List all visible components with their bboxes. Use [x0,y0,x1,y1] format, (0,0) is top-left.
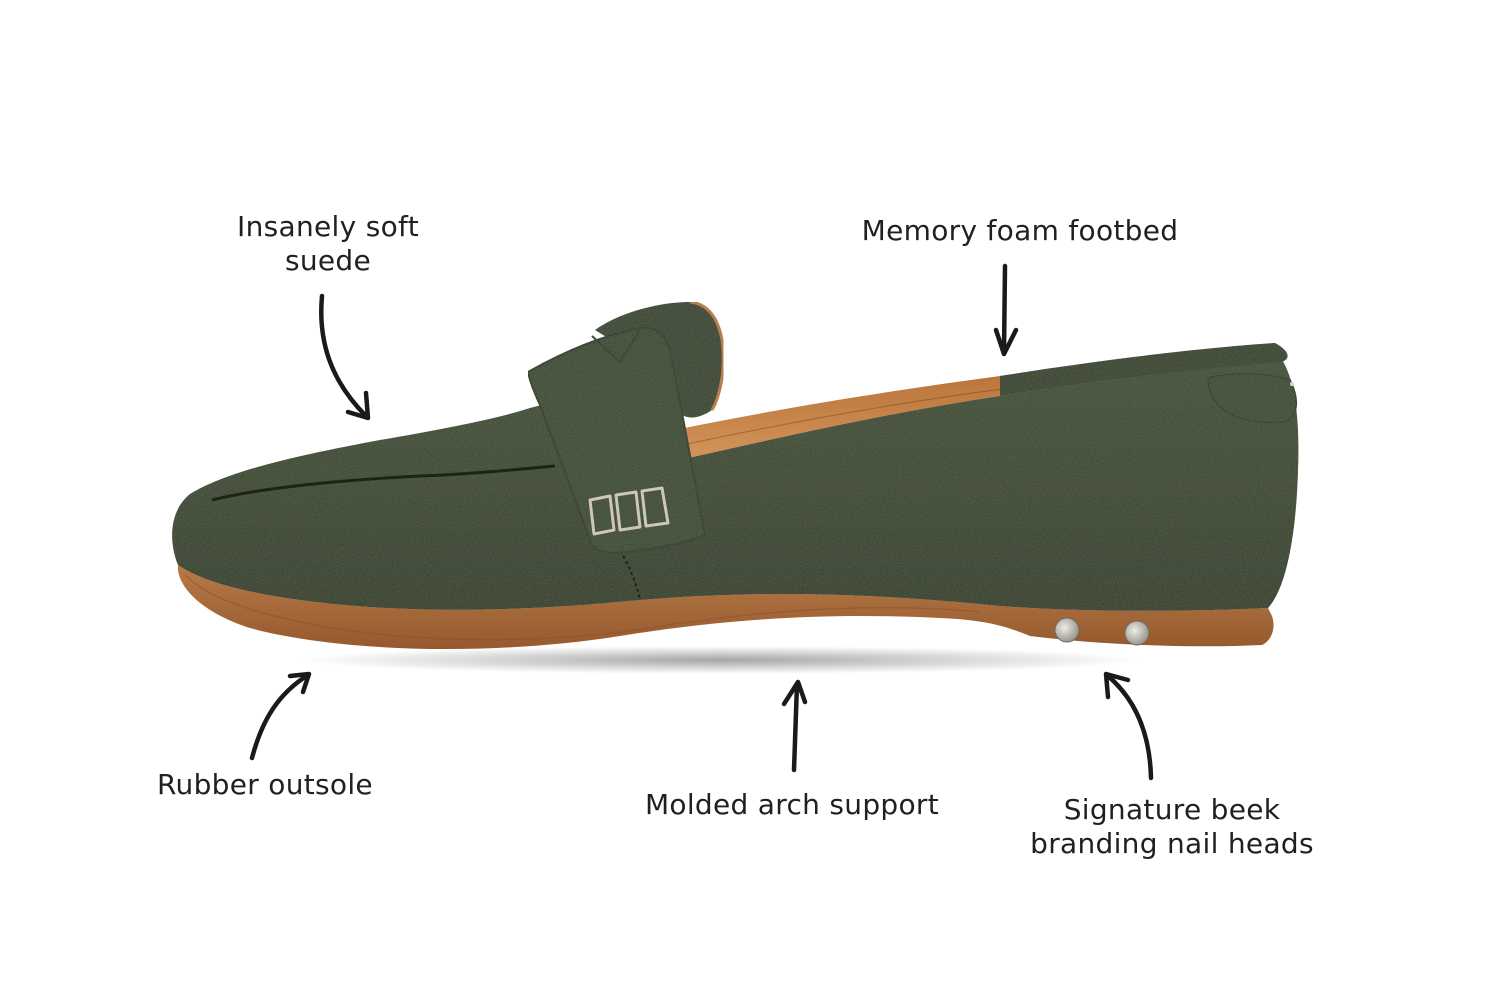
arrow-icon [993,263,1019,357]
apron-seam [211,464,556,502]
callout-suede-line1: Insanely soft [237,210,419,243]
arrow-icon [1103,671,1154,781]
penny-strap [526,300,725,554]
arrow-icon [781,679,808,773]
suede-upper [172,343,1299,611]
callout-outsole: Rubber outsole [145,768,385,802]
callout-nails-line2: branding nail heads [1030,827,1314,860]
callout-nails: Signature beek branding nail heads [1020,793,1324,861]
ground-shadow [300,646,1140,674]
callout-outsole-line1: Rubber outsole [157,768,373,801]
callout-arch-line1: Molded arch support [644,788,940,821]
callout-arch: Molded arch support [632,788,952,822]
callout-footbed-line1: Memory foam footbed [861,214,1179,247]
branding-nail-heads [1054,617,1150,646]
arrow-icon [249,671,312,761]
callout-suede: Insanely soft suede [218,210,438,278]
strap-stitching [588,486,670,536]
callout-footbed: Memory foam footbed [850,214,1190,248]
callout-nails-line1: Signature beek [1063,793,1281,826]
arrow-icon [319,293,371,421]
rubber-outsole [177,565,1274,650]
callout-suede-line2: suede [284,244,372,277]
